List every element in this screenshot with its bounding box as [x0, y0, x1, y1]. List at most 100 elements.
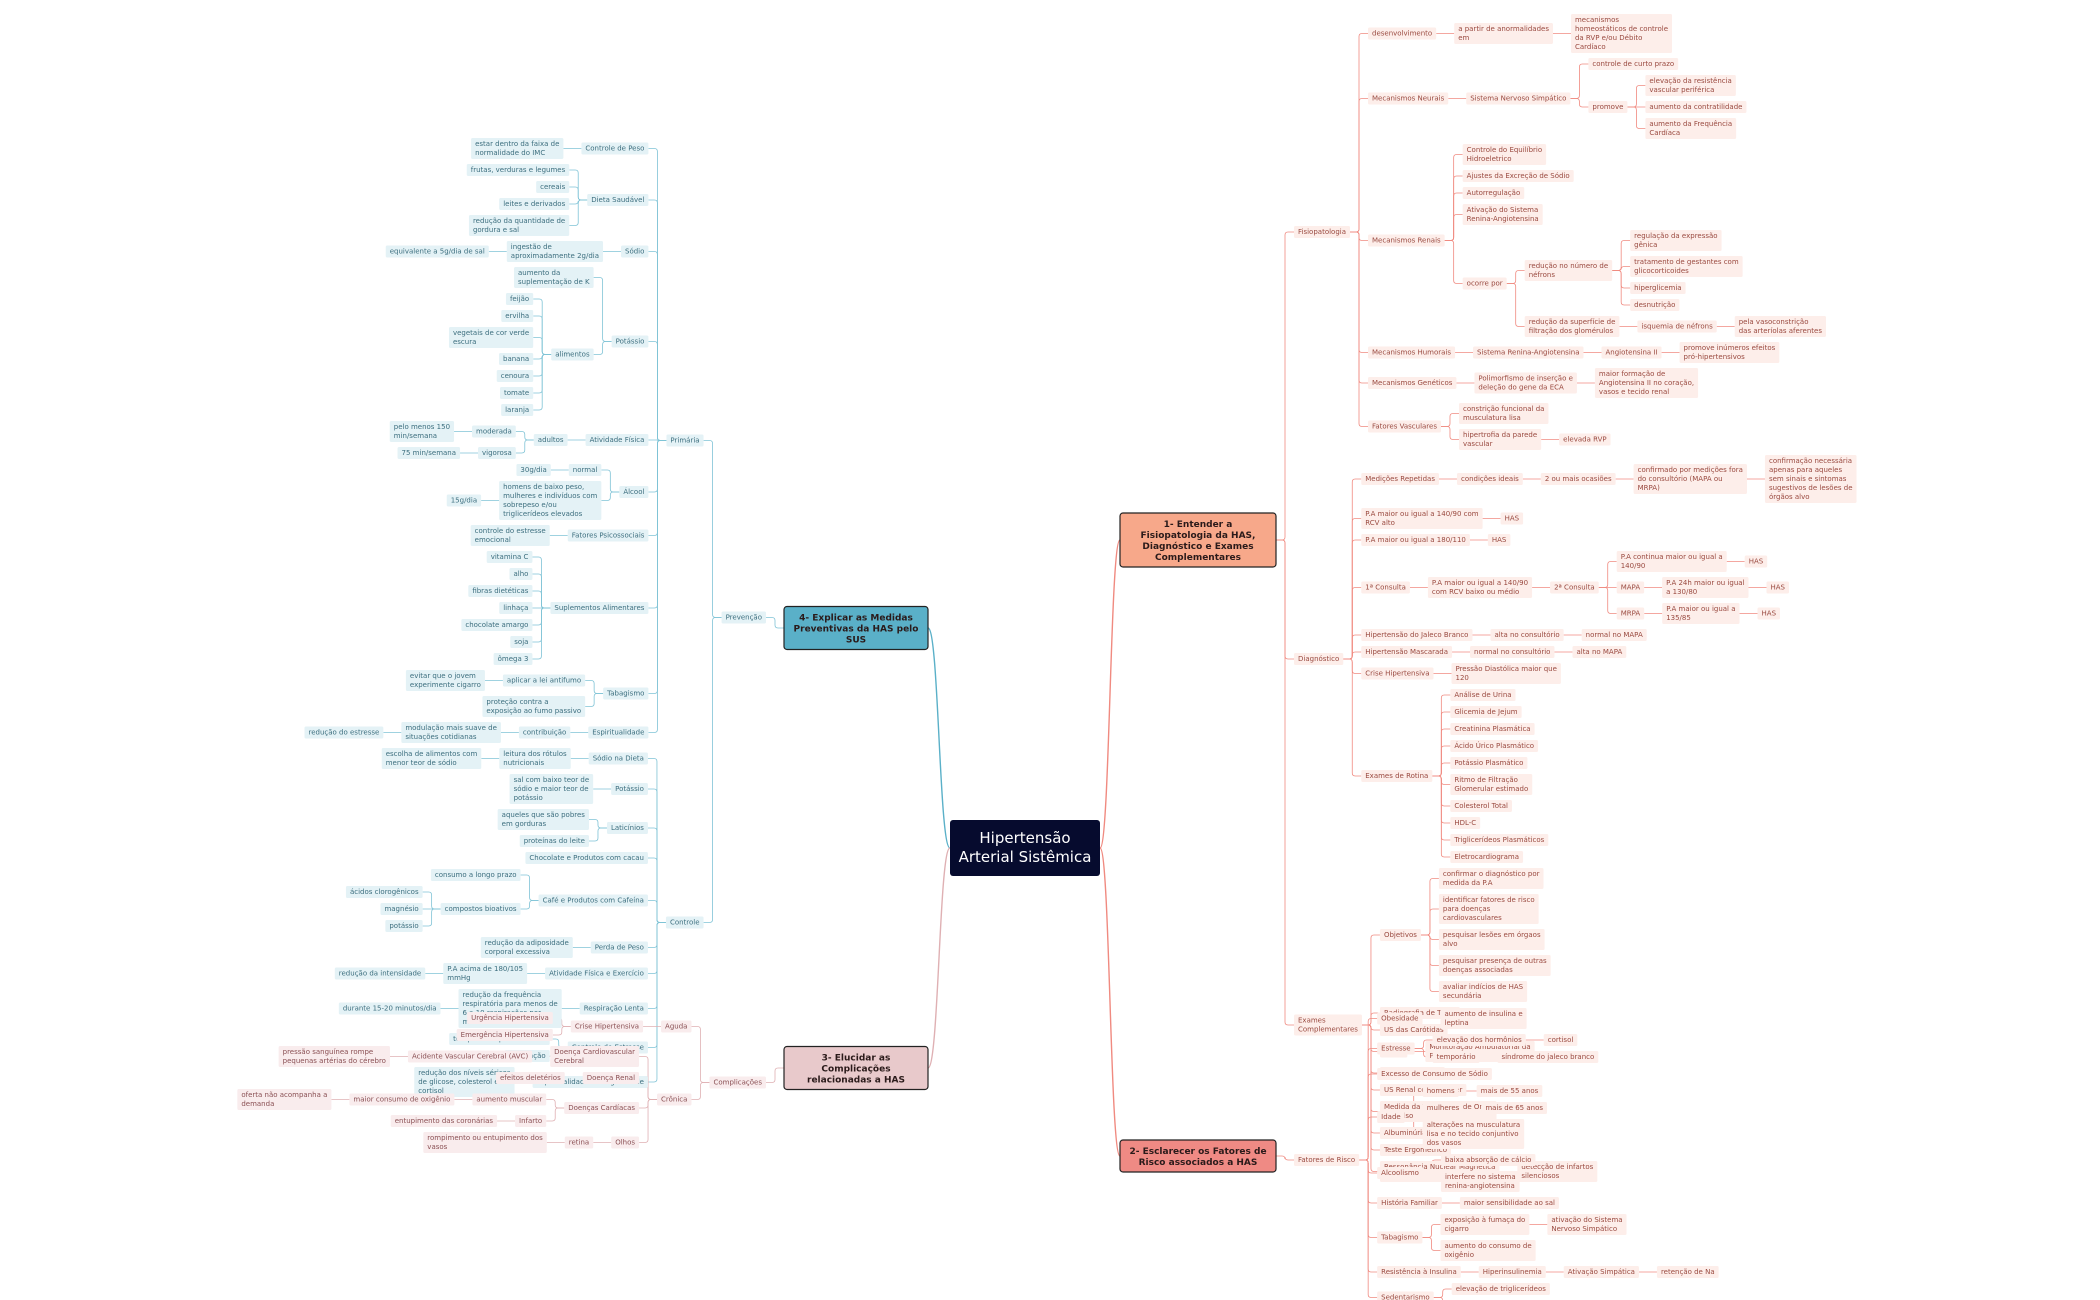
- node-normal[interactable]: normal: [568, 464, 602, 476]
- node-mecanismos-neurais[interactable]: Mecanismos Neurais: [1368, 92, 1449, 105]
- node-controle-de-curto-prazo[interactable]: controle de curto prazo: [1588, 58, 1679, 70]
- node-15g-dia[interactable]: 15g/dia: [446, 494, 482, 507]
- node-triglicerideos-plasmaticos[interactable]: Triglicerídeos Plasmáticos: [1450, 834, 1549, 846]
- node-mulheres[interactable]: mulheres: [1422, 1102, 1464, 1114]
- node-crise-hipertensiva[interactable]: Crise Hipertensiva: [570, 1020, 644, 1033]
- node-crise-hipertensiva[interactable]: Crise Hipertensiva: [1361, 667, 1434, 680]
- node-excesso-de-consumo-de-sodio[interactable]: Excesso de Consumo de Sódio: [1377, 1068, 1492, 1080]
- node-aumento-da-contratilidade[interactable]: aumento da contratilidade: [1645, 101, 1747, 113]
- node-sodio-na-dieta[interactable]: Sódio na Dieta: [588, 752, 648, 765]
- node-aguda[interactable]: Aguda: [661, 1020, 692, 1033]
- node-alho[interactable]: alho: [509, 568, 533, 580]
- node-complicacoes[interactable]: Complicações: [709, 1076, 766, 1089]
- node-sedentarismo[interactable]: Sedentarismo: [1377, 1291, 1434, 1300]
- node-aplicar-a-lei-antifumo[interactable]: aplicar a lei antifumo: [502, 674, 586, 687]
- node-desenvolvimento[interactable]: desenvolvimento: [1368, 27, 1437, 40]
- node-1-consulta[interactable]: 1ª Consulta: [1361, 581, 1410, 594]
- node-fatores-psicossociais[interactable]: Fatores Psicossociais: [567, 529, 649, 542]
- node-has[interactable]: HAS: [1757, 607, 1781, 620]
- node-perda-de-peso[interactable]: Perda de Peso: [590, 941, 648, 954]
- node-soja[interactable]: soja: [510, 636, 533, 648]
- node-has[interactable]: HAS: [1500, 512, 1524, 525]
- node-durante-15-20-minutos-dia[interactable]: durante 15-20 minutos/dia: [338, 1002, 441, 1015]
- node-urgencia-hipertensiva[interactable]: Urgência Hipertensiva: [467, 1012, 553, 1024]
- node-alta-no-mapa[interactable]: alta no MAPA: [1572, 646, 1627, 658]
- node-infarto[interactable]: Infarto: [515, 1115, 547, 1127]
- node-cafe-e-produtos-com-cafeina[interactable]: Café e Produtos com Cafeína: [538, 894, 648, 907]
- node-has[interactable]: HAS: [1487, 534, 1511, 546]
- node-diagnostico[interactable]: Diagnóstico: [1294, 653, 1344, 665]
- node-homens-de-baixo-peso-mulhere[interactable]: homens de baixo peso,mulheres e indivídu…: [499, 481, 602, 520]
- node-fatores-de-risco[interactable]: Fatores de Risco: [1294, 1154, 1360, 1166]
- node-retencao-de-na[interactable]: retenção de Na: [1656, 1266, 1719, 1278]
- node-isquemia-de-nefrons[interactable]: isquemia de néfrons: [1637, 320, 1717, 333]
- node-baixa-absorcao-de-calcio[interactable]: baixa absorção de cálcio: [1440, 1154, 1536, 1166]
- node-chocolate-amargo[interactable]: chocolate amargo: [461, 619, 533, 631]
- node-frutas-verduras-e-legumes[interactable]: frutas, verduras e legumes: [466, 164, 570, 176]
- node-analise-de-urina[interactable]: Análise de Urina: [1450, 689, 1516, 701]
- node-homens[interactable]: homens: [1422, 1085, 1459, 1097]
- node-chocolate-e-produtos-com-cac[interactable]: Chocolate e Produtos com cacau: [525, 852, 648, 864]
- node-suplementos-alimentares[interactable]: Suplementos Alimentares: [550, 602, 649, 614]
- node-normal-no-consultorio[interactable]: normal no consultório: [1470, 646, 1555, 658]
- node-medicoes-repetidas[interactable]: Medições Repetidas: [1361, 473, 1439, 485]
- node-sindrome-do-jaleco-branco[interactable]: síndrome do jaleco branco: [1497, 1051, 1599, 1063]
- node-cereais[interactable]: cereais: [536, 181, 570, 193]
- node-fisiopatologia[interactable]: Fisiopatologia: [1294, 226, 1351, 238]
- node-desnutricao[interactable]: desnutrição: [1630, 299, 1680, 311]
- node-idade[interactable]: Idade: [1377, 1111, 1405, 1123]
- node-albuminuria[interactable]: Albuminúria: [1379, 1127, 1431, 1139]
- node-alta-no-consultorio[interactable]: alta no consultório: [1490, 629, 1564, 641]
- node-glicemia-de-jejum[interactable]: Glicemia de Jejum: [1450, 706, 1522, 718]
- node-cronica[interactable]: Crônica: [657, 1093, 692, 1106]
- node-eletrocardiograma[interactable]: Eletrocardiograma: [1450, 851, 1524, 863]
- node-fibras-dieteticas[interactable]: fibras dietéticas: [468, 585, 533, 597]
- node-acidos-clorogenicos[interactable]: ácidos clorogênicos: [345, 886, 423, 898]
- node-reducao-do-estresse[interactable]: redução do estresse: [304, 726, 384, 739]
- node-hipertensao-mascarada[interactable]: Hipertensão Mascarada: [1361, 646, 1453, 658]
- node-autorregulacao[interactable]: Autorregulação: [1462, 187, 1525, 199]
- node-proteinas-do-leite[interactable]: proteínas do leite: [519, 835, 589, 847]
- node-sodio[interactable]: Sódio: [621, 245, 649, 258]
- node-mais-de-55-anos[interactable]: mais de 55 anos: [1476, 1085, 1543, 1097]
- node-historia-familiar[interactable]: História Familiar: [1377, 1197, 1442, 1209]
- node-objetivos[interactable]: Objetivos: [1379, 929, 1421, 941]
- central-topic[interactable]: Hipertensão Arterial Sistêmica: [950, 820, 1100, 876]
- node-potassio[interactable]: Potássio: [611, 783, 648, 795]
- node-controle-de-peso[interactable]: Controle de Peso: [581, 142, 649, 155]
- node-ativacao-simpatica[interactable]: Ativação Simpática: [1563, 1266, 1639, 1278]
- node-tabagismo[interactable]: Tabagismo: [1377, 1231, 1423, 1244]
- node-espiritualidade[interactable]: Espiritualidade: [588, 726, 649, 739]
- node-angiotensina-ii[interactable]: Angiotensina II: [1601, 346, 1662, 359]
- node-normal-no-mapa[interactable]: normal no MAPA: [1581, 629, 1647, 641]
- node-resistencia-a-insulina[interactable]: Resistência à Insulina: [1377, 1266, 1461, 1278]
